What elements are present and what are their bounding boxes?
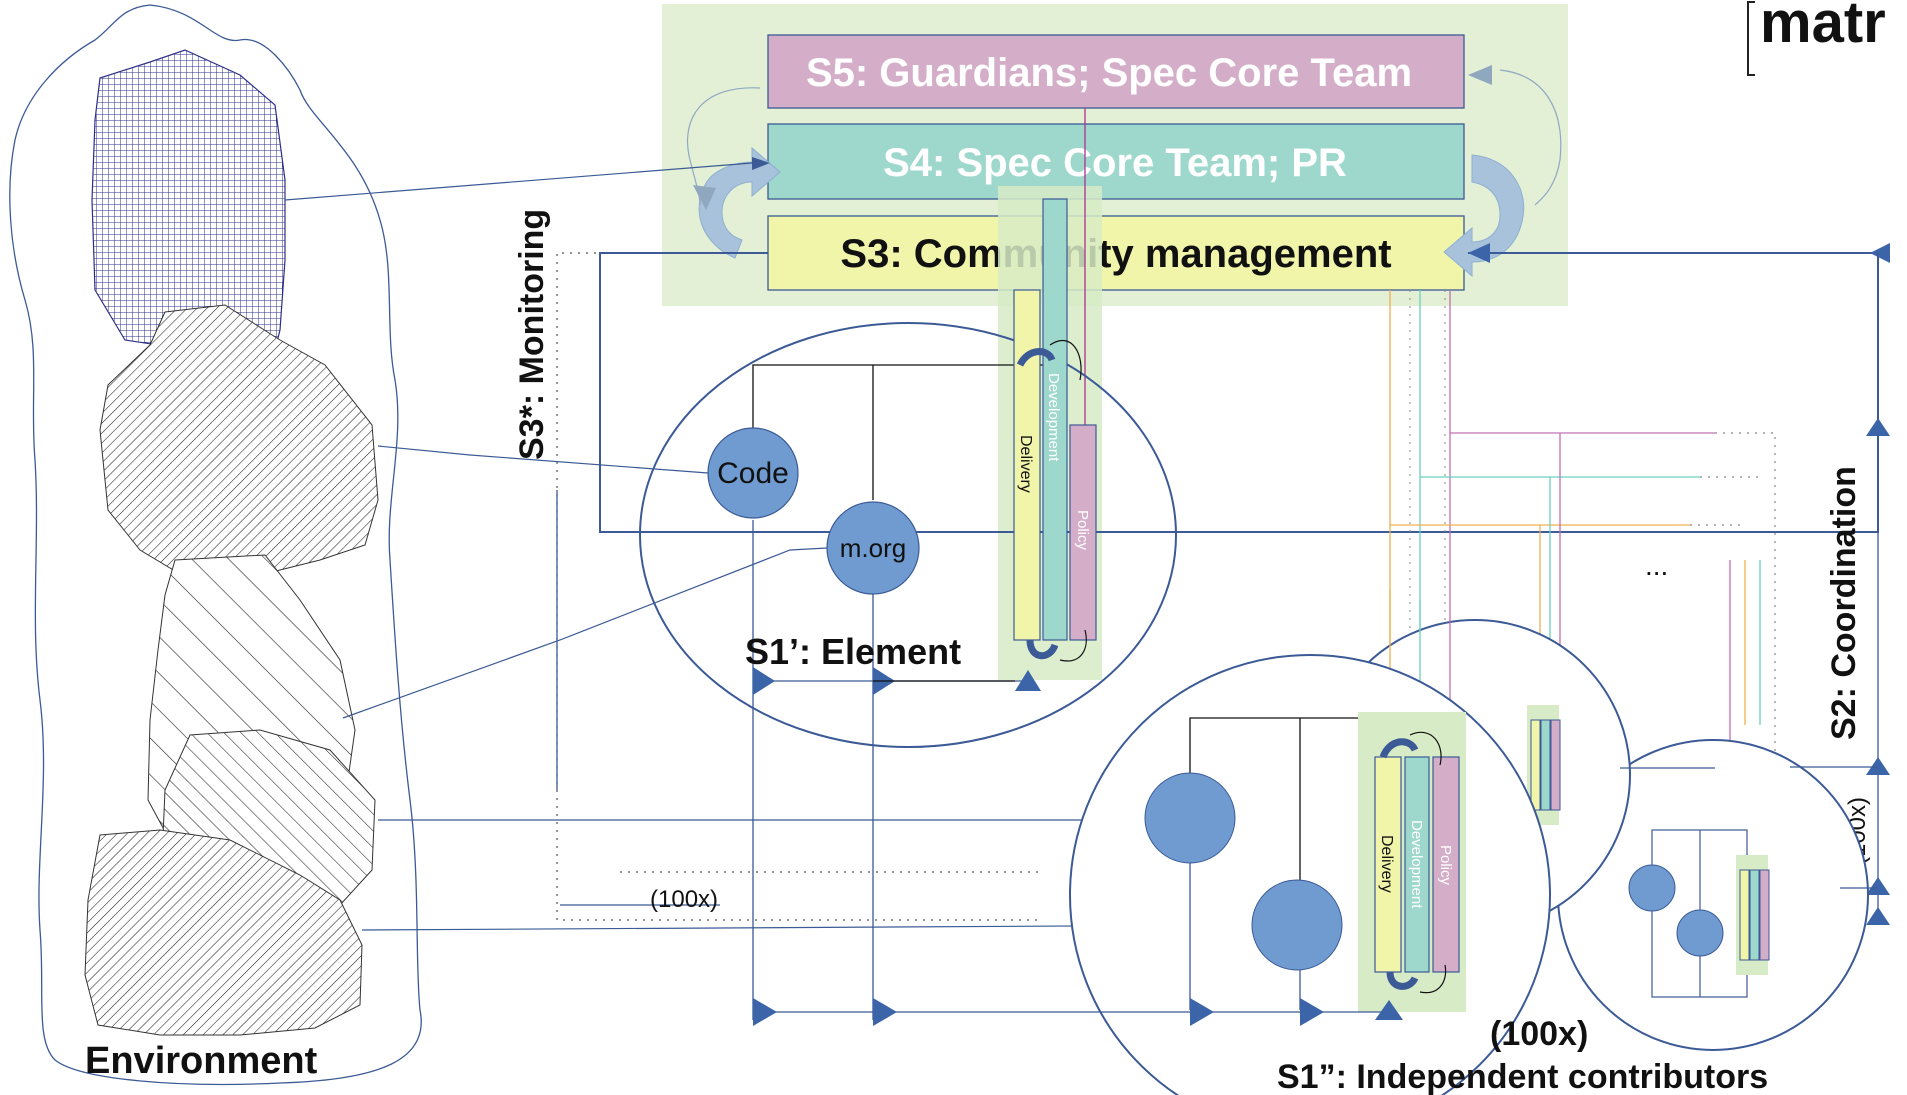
- contributor-delivery-bar: [1374, 756, 1402, 973]
- contributor-node-2: [1251, 879, 1343, 971]
- morg-node-label: m.org: [840, 533, 906, 563]
- environment-label: Environment: [85, 1040, 318, 1082]
- s4-label: S4: Spec Core Team; PR: [883, 141, 1347, 185]
- s3-star-label: S3*: Monitoring: [513, 209, 551, 460]
- right-thin-loop: [1499, 69, 1562, 206]
- environment-multiplier: (100x): [650, 886, 718, 913]
- ellipsis-label: ...: [1645, 550, 1668, 581]
- contributor-policy-label: Policy: [1437, 845, 1454, 886]
- right-curved-arrow: [1443, 154, 1525, 278]
- element-development-bar: [1042, 198, 1068, 641]
- s3-box: [767, 215, 1465, 291]
- environment-region-grid: [91, 49, 286, 353]
- contributor-delivery-label: Delivery: [1378, 835, 1395, 893]
- s2-coordination: S2: Coordination (100x): [1825, 253, 1890, 925]
- s1-independent-multiplier: (100x): [1490, 1015, 1588, 1053]
- code-node-label: Code: [717, 457, 789, 490]
- s5-box: [767, 34, 1465, 109]
- environment-outline: [9, 4, 422, 1086]
- s3-label: S3: Community management: [840, 232, 1391, 276]
- logo-text: matr: [1760, 0, 1886, 55]
- s3-element-loop: [599, 252, 1879, 533]
- contributor-node-1: [1144, 772, 1236, 864]
- s3-right-arrow: [1468, 243, 1490, 263]
- bottom-flow: [753, 998, 1403, 1026]
- contributor-development-label: Development: [1408, 820, 1425, 909]
- s2-label: S2: Coordination: [1825, 466, 1863, 740]
- element-development-label: Development: [1045, 373, 1062, 462]
- s1-independent-label: S1”: Independent contributors: [1277, 1058, 1768, 1095]
- logo: matr: [1747, 0, 1886, 76]
- element-policy-label: Policy: [1074, 510, 1091, 551]
- s5-label: S5: Guardians; Spec Core Team: [806, 51, 1412, 95]
- s1-element-ellipse: [639, 322, 1177, 748]
- left-curved-arrow: [698, 146, 781, 259]
- s1-independent-stack: Delivery Development Policy: [1069, 590, 1878, 1095]
- environment: Environment: [9, 4, 422, 1086]
- element-policy-bar: [1069, 424, 1097, 641]
- environment-region-dense: [99, 304, 379, 581]
- element-delivery-label: Delivery: [1017, 435, 1034, 493]
- meta-system: S5: Guardians; Spec Core Team S4: Spec C…: [662, 4, 1568, 306]
- contributor-policy-bar: [1432, 756, 1460, 973]
- environment-region-bottom: [84, 829, 363, 1036]
- s1-element-label: S1’: Element: [745, 631, 961, 672]
- s1-element: Code m.org Delivery Development Policy S…: [639, 198, 1177, 1020]
- contributor-development-bar: [1404, 756, 1430, 973]
- s4-box: [767, 123, 1465, 200]
